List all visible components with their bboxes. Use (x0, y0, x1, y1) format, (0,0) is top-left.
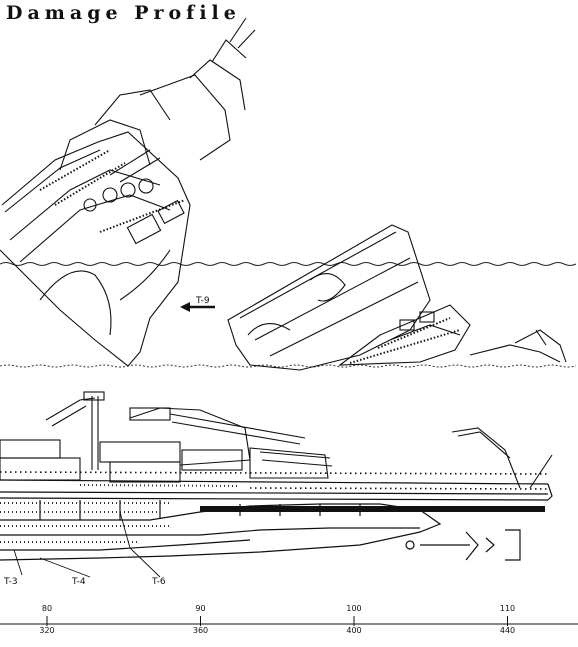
scale-feet-label: 400 (346, 626, 361, 635)
torpedo-label-t6: T-6 (151, 577, 166, 587)
scale-feet-label: 440 (500, 626, 515, 635)
forward-deck-detail (39, 149, 186, 233)
scale-feet-label: 320 (39, 626, 54, 635)
scale-frame-label: 100 (346, 604, 361, 613)
deck-rail (0, 471, 549, 490)
seabed-line (0, 364, 577, 368)
profile-hull (0, 479, 553, 561)
torpedo-label-t4: T-4 (71, 577, 86, 587)
aft-hull-section (227, 224, 567, 371)
scale-feet-label: 360 (193, 626, 208, 635)
torpedo-label-t9: T-9 (195, 296, 210, 306)
armor-belt (200, 506, 545, 512)
torpedo-label-t3: T-3 (3, 577, 18, 587)
damage-stipple (0, 484, 241, 543)
torpedo-t9-arrow (180, 302, 215, 312)
profile-superstructure (0, 391, 553, 489)
torpedo-leaders (13, 511, 161, 578)
scale-frame-label: 110 (500, 604, 515, 613)
frame-scale: 8032090360100400110440120480130520135540… (0, 604, 578, 635)
scale-frame-label: 90 (195, 604, 205, 613)
page-title: Damage Profile (6, 2, 241, 24)
water-surface-line (0, 262, 577, 266)
scale-frame-label: 80 (42, 604, 52, 613)
forward-hull-section (0, 17, 256, 367)
aft-debris-detail (349, 317, 461, 364)
